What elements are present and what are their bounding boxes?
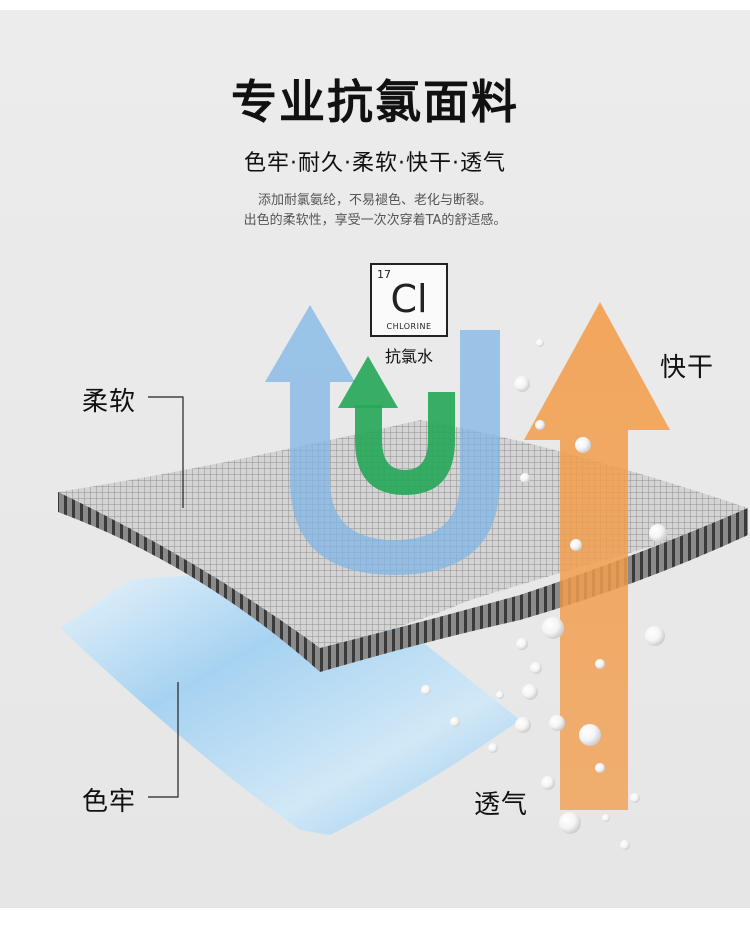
bubbles xyxy=(421,339,667,850)
fabric-edge-right xyxy=(320,508,748,672)
label-quick-dry: 快干 xyxy=(660,353,715,383)
description-line-1: 添加耐氯氨纶，不易褪色、老化与断裂。 xyxy=(257,193,492,208)
chlorine-resistant-caption: 抗氯水 xyxy=(384,347,433,366)
colorfast-leader-line xyxy=(148,682,179,798)
description: 添加耐氯氨纶，不易褪色、老化与断裂。 出色的柔软性，享受一次次穿着TA的舒适感。 xyxy=(0,191,750,231)
label-colorfast: 色牢 xyxy=(82,787,137,817)
element-symbol: Cl xyxy=(390,277,428,321)
orange-up-arrow xyxy=(524,302,670,810)
element-name: CHLORINE xyxy=(386,322,432,331)
chlorine-element-badge: 17 Cl CHLORINE xyxy=(370,263,448,337)
green-u-arrow xyxy=(338,356,455,495)
fabric-edge-front xyxy=(58,492,320,672)
atomic-number: 17 xyxy=(377,268,391,281)
feature-subtitle: 色牢·耐久·柔软·快干·透气 xyxy=(244,151,506,176)
label-soft: 柔软 xyxy=(82,387,137,417)
label-breathable: 透气 xyxy=(474,790,529,820)
blue-u-arrow xyxy=(265,305,500,575)
description-line-2: 出色的柔软性，享受一次次穿着TA的舒适感。 xyxy=(243,213,507,228)
page-title: 专业抗氯面料 xyxy=(231,75,519,129)
soft-leader-line xyxy=(148,396,184,508)
